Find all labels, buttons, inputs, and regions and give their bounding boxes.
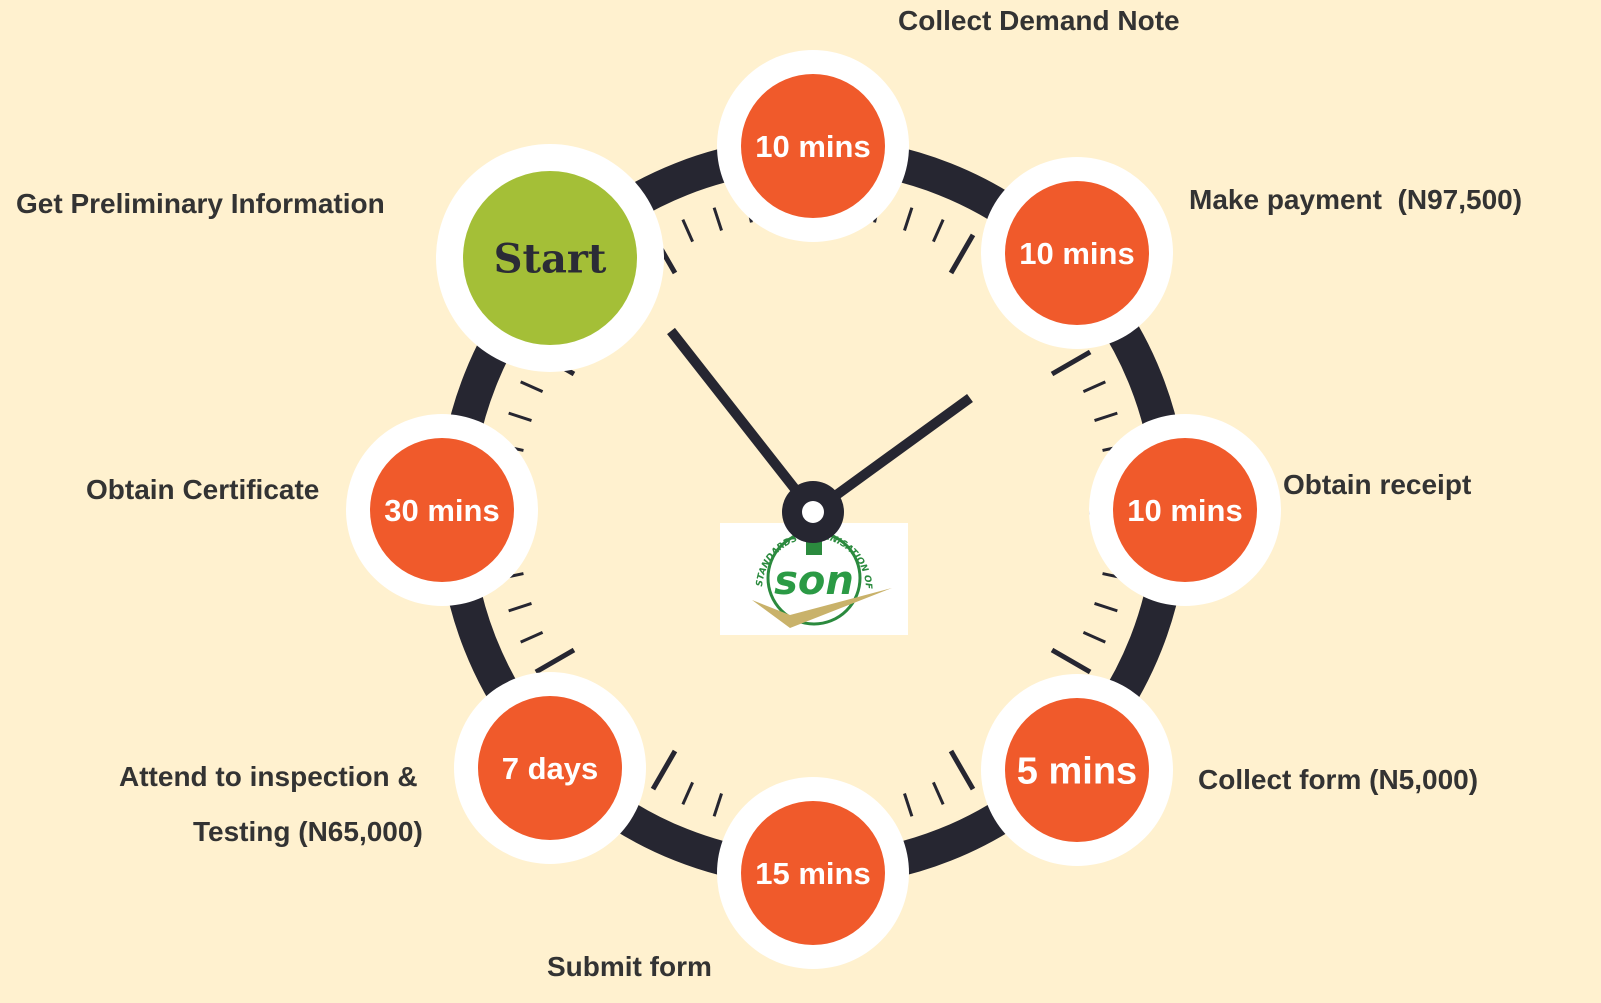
badge-circle [463, 171, 637, 345]
minor-tick [681, 781, 694, 805]
major-tick [650, 749, 678, 791]
badge-text: Start [494, 235, 607, 282]
minor-tick [1094, 602, 1118, 613]
minor-tick [508, 411, 532, 422]
badge-circle [1005, 698, 1149, 842]
label-obtain-receipt: Obtain receipt [1283, 469, 1472, 500]
major-tick [1050, 349, 1092, 377]
clock-hand-long [667, 327, 817, 516]
clock-hand-short [810, 393, 973, 517]
badge-text: 10 mins [1019, 236, 1134, 271]
badge-circle [741, 801, 885, 945]
badge-circle [478, 696, 622, 840]
badge-text: 10 mins [755, 129, 870, 164]
step-badge-submit-form: 15 mins [717, 777, 909, 969]
badge-text: 7 days [502, 751, 599, 786]
minor-tick [1094, 411, 1118, 422]
minor-tick [932, 781, 945, 805]
badge-circle [1005, 181, 1149, 325]
minor-tick [903, 793, 914, 817]
minor-tick [932, 219, 945, 243]
minor-tick [903, 207, 914, 231]
minor-tick [712, 793, 723, 817]
label-attend-inspection: Attend to inspection & [119, 761, 418, 792]
minor-tick [508, 602, 532, 613]
step-badge-collect-form: 5 mins [981, 674, 1173, 866]
step-badge-inspection: 7 days [454, 672, 646, 864]
label-collect-form: Collect form (N5,000) [1198, 764, 1479, 795]
step-badge-payment: 10 mins [981, 157, 1173, 349]
major-tick [948, 233, 976, 275]
label-make-payment: Make payment (N97,500) [1189, 184, 1523, 215]
label-collect-demand-note: Collect Demand Note [898, 5, 1180, 36]
step-badge-certificate: 30 mins [346, 414, 538, 606]
badge-circle [370, 438, 514, 582]
badge-circle [1113, 438, 1257, 582]
minor-tick [520, 631, 544, 644]
badge-text: 10 mins [1127, 493, 1242, 528]
minor-tick [1082, 631, 1106, 644]
step-badge-receipt: 10 mins [1089, 414, 1281, 606]
badge-text: 5 mins [1017, 751, 1137, 793]
major-tick [534, 647, 576, 675]
step-badge-start: Start [436, 144, 664, 372]
step-badge-demand-note: 10 mins [717, 50, 909, 242]
minor-tick [681, 219, 694, 243]
minor-tick [520, 380, 544, 393]
son-logo-word: son [774, 558, 854, 604]
badge-circle [741, 74, 885, 218]
label-submit-form: Submit form [547, 951, 712, 982]
minor-tick [712, 207, 723, 231]
label-get-preliminary-information: Get Preliminary Information [16, 188, 385, 219]
badge-text: 30 mins [384, 493, 499, 528]
badge-text: 15 mins [755, 856, 870, 891]
label-testing-fee: Testing (N65,000) [193, 816, 423, 847]
minor-tick [1082, 380, 1106, 393]
major-tick [1050, 647, 1092, 675]
major-tick [948, 749, 976, 791]
label-obtain-certificate: Obtain Certificate [86, 474, 320, 505]
